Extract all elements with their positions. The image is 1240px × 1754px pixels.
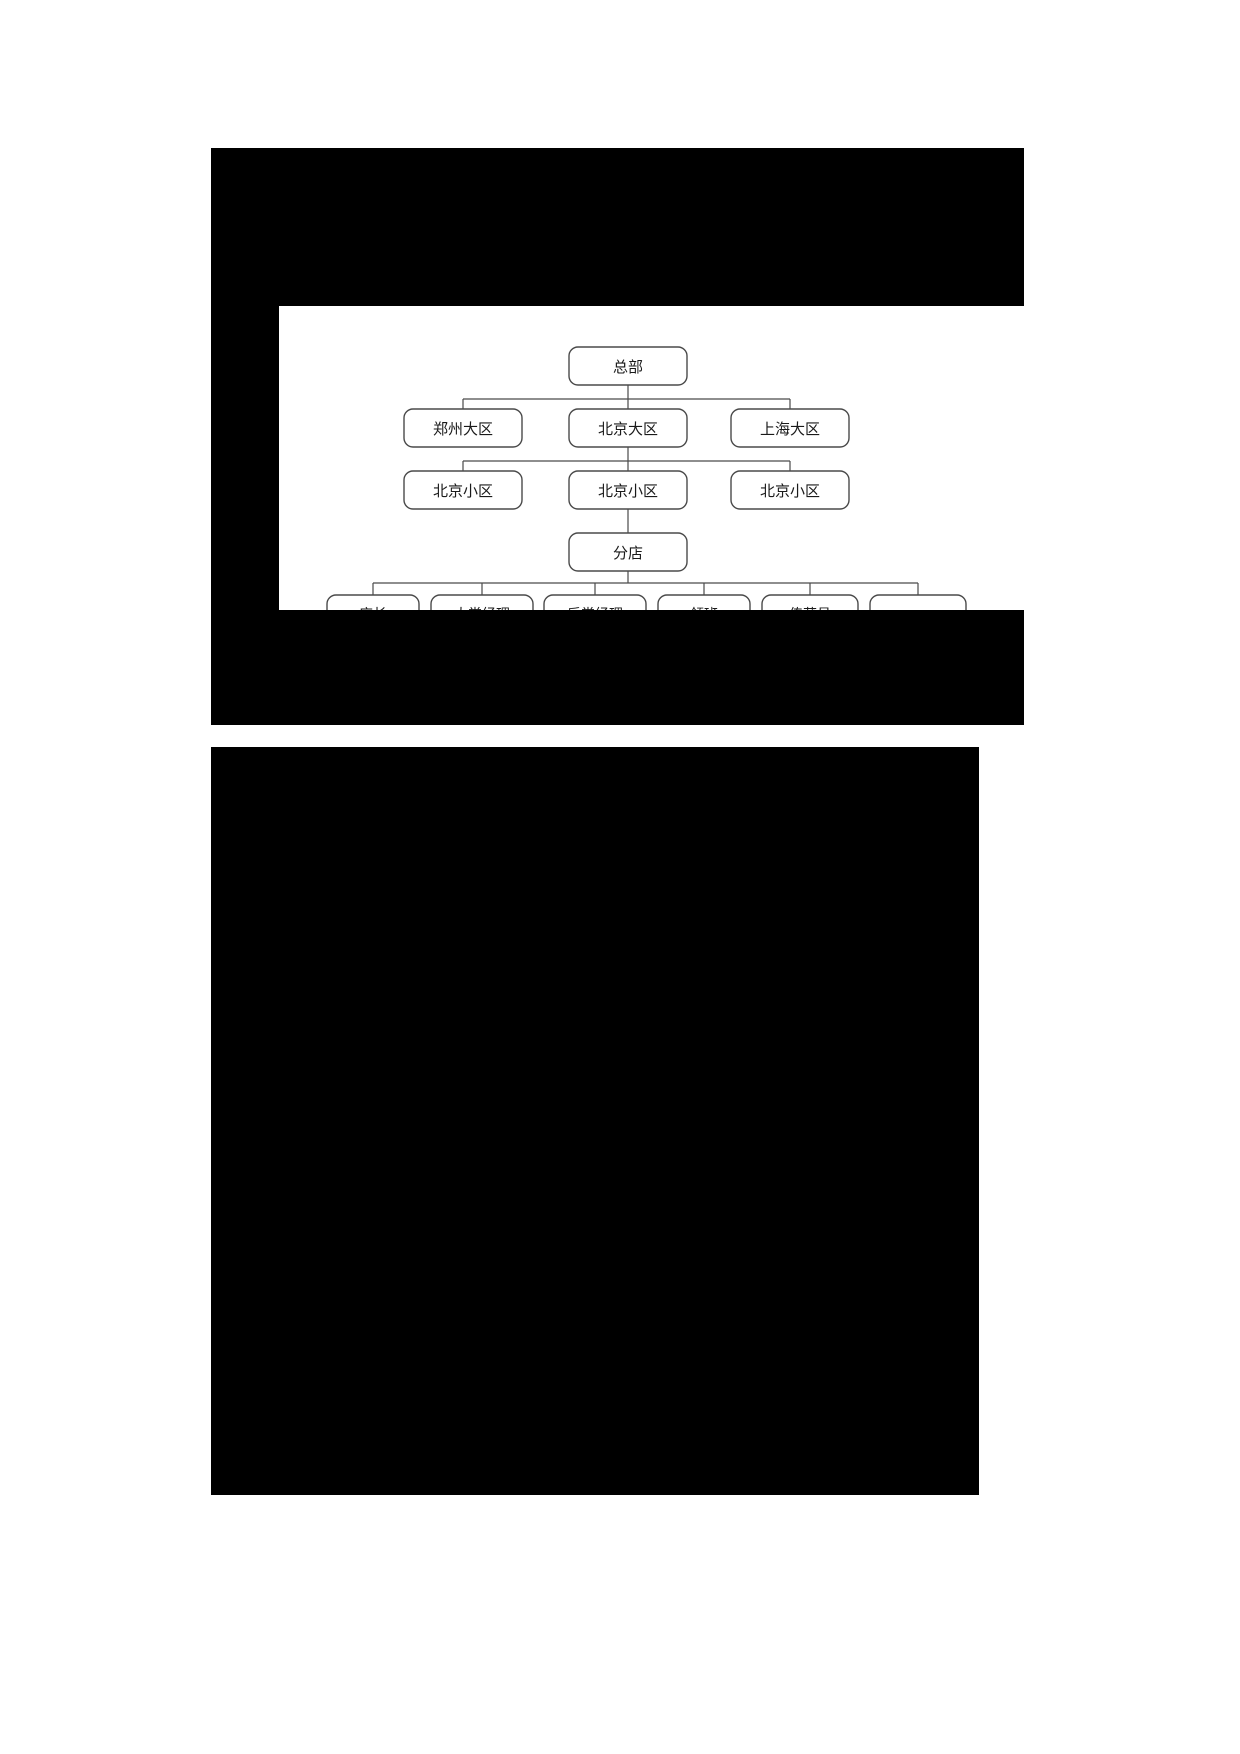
node-role-foreman-box <box>657 594 751 610</box>
node-role-kitchen-manager-box <box>543 594 647 610</box>
connector-group-branch-to-roles <box>372 571 919 595</box>
node-region-beijing[interactable]: 北京大区 <box>568 408 688 448</box>
node-district-2-box <box>568 470 688 510</box>
node-district-3-label: 北京小区 <box>760 482 820 500</box>
node-role-food-runner[interactable]: 传菜员 <box>761 594 859 610</box>
node-role-foreman[interactable]: 领班 <box>657 594 751 610</box>
node-role-more[interactable]: …… <box>869 594 967 610</box>
node-role-kitchen-manager[interactable]: 后堂经理 <box>543 594 647 610</box>
node-district-3[interactable]: 北京小区 <box>730 470 850 510</box>
node-role-more-box <box>869 594 967 610</box>
node-district-1-label: 北京小区 <box>433 482 493 500</box>
node-branch-store-box <box>568 532 688 572</box>
connector-group-hq-to-regions <box>462 385 791 409</box>
organization-structure-chart: 总部 郑州大区 北京大区 上海大区 北京小区 北京小区 北京小区 <box>279 339 1020 610</box>
node-region-zhengzhou[interactable]: 郑州大区 <box>403 408 523 448</box>
redacted-paragraph-body <box>211 747 979 1495</box>
node-region-zhengzhou-box <box>403 408 523 448</box>
redacted-paragraph-middle <box>211 610 1024 725</box>
node-role-hall-manager-label: 大堂经理 <box>454 607 510 610</box>
node-region-shanghai[interactable]: 上海大区 <box>730 408 850 448</box>
node-region-beijing-box <box>568 408 688 448</box>
node-role-food-runner-box <box>761 594 859 610</box>
node-role-store-manager-box <box>326 594 420 610</box>
node-role-food-runner-label: 传菜员 <box>789 607 831 610</box>
node-role-store-manager[interactable]: 店长 <box>326 594 420 610</box>
node-district-1[interactable]: 北京小区 <box>403 470 523 510</box>
node-region-shanghai-label: 上海大区 <box>760 420 820 438</box>
node-role-store-manager-label: 店长 <box>359 607 387 610</box>
node-district-2-label: 北京小区 <box>598 482 658 500</box>
node-role-foreman-label: 领班 <box>690 607 718 610</box>
node-region-beijing-label: 北京大区 <box>598 420 658 438</box>
node-district-2[interactable]: 北京小区 <box>568 470 688 510</box>
redacted-column-left-upper <box>211 306 279 610</box>
node-role-hall-manager-box <box>430 594 534 610</box>
connector-group-region-to-districts <box>462 447 791 471</box>
node-region-shanghai-box <box>730 408 850 448</box>
node-hq-box <box>568 346 688 386</box>
node-hq-label: 总部 <box>613 358 643 376</box>
org-chart-canvas: 总部 郑州大区 北京大区 上海大区 北京小区 北京小区 北京小区 <box>326 346 967 610</box>
node-branch-store[interactable]: 分店 <box>568 532 688 572</box>
node-region-zhengzhou-label: 郑州大区 <box>433 420 493 438</box>
node-district-1-box <box>403 470 523 510</box>
node-branch-store-label: 分店 <box>613 544 643 562</box>
node-role-hall-manager[interactable]: 大堂经理 <box>430 594 534 610</box>
node-role-kitchen-manager-label: 后堂经理 <box>567 607 623 610</box>
node-district-3-box <box>730 470 850 510</box>
node-hq[interactable]: 总部 <box>568 346 688 386</box>
redacted-paragraph-top <box>211 148 1024 306</box>
node-role-more-label: …… <box>904 607 932 610</box>
